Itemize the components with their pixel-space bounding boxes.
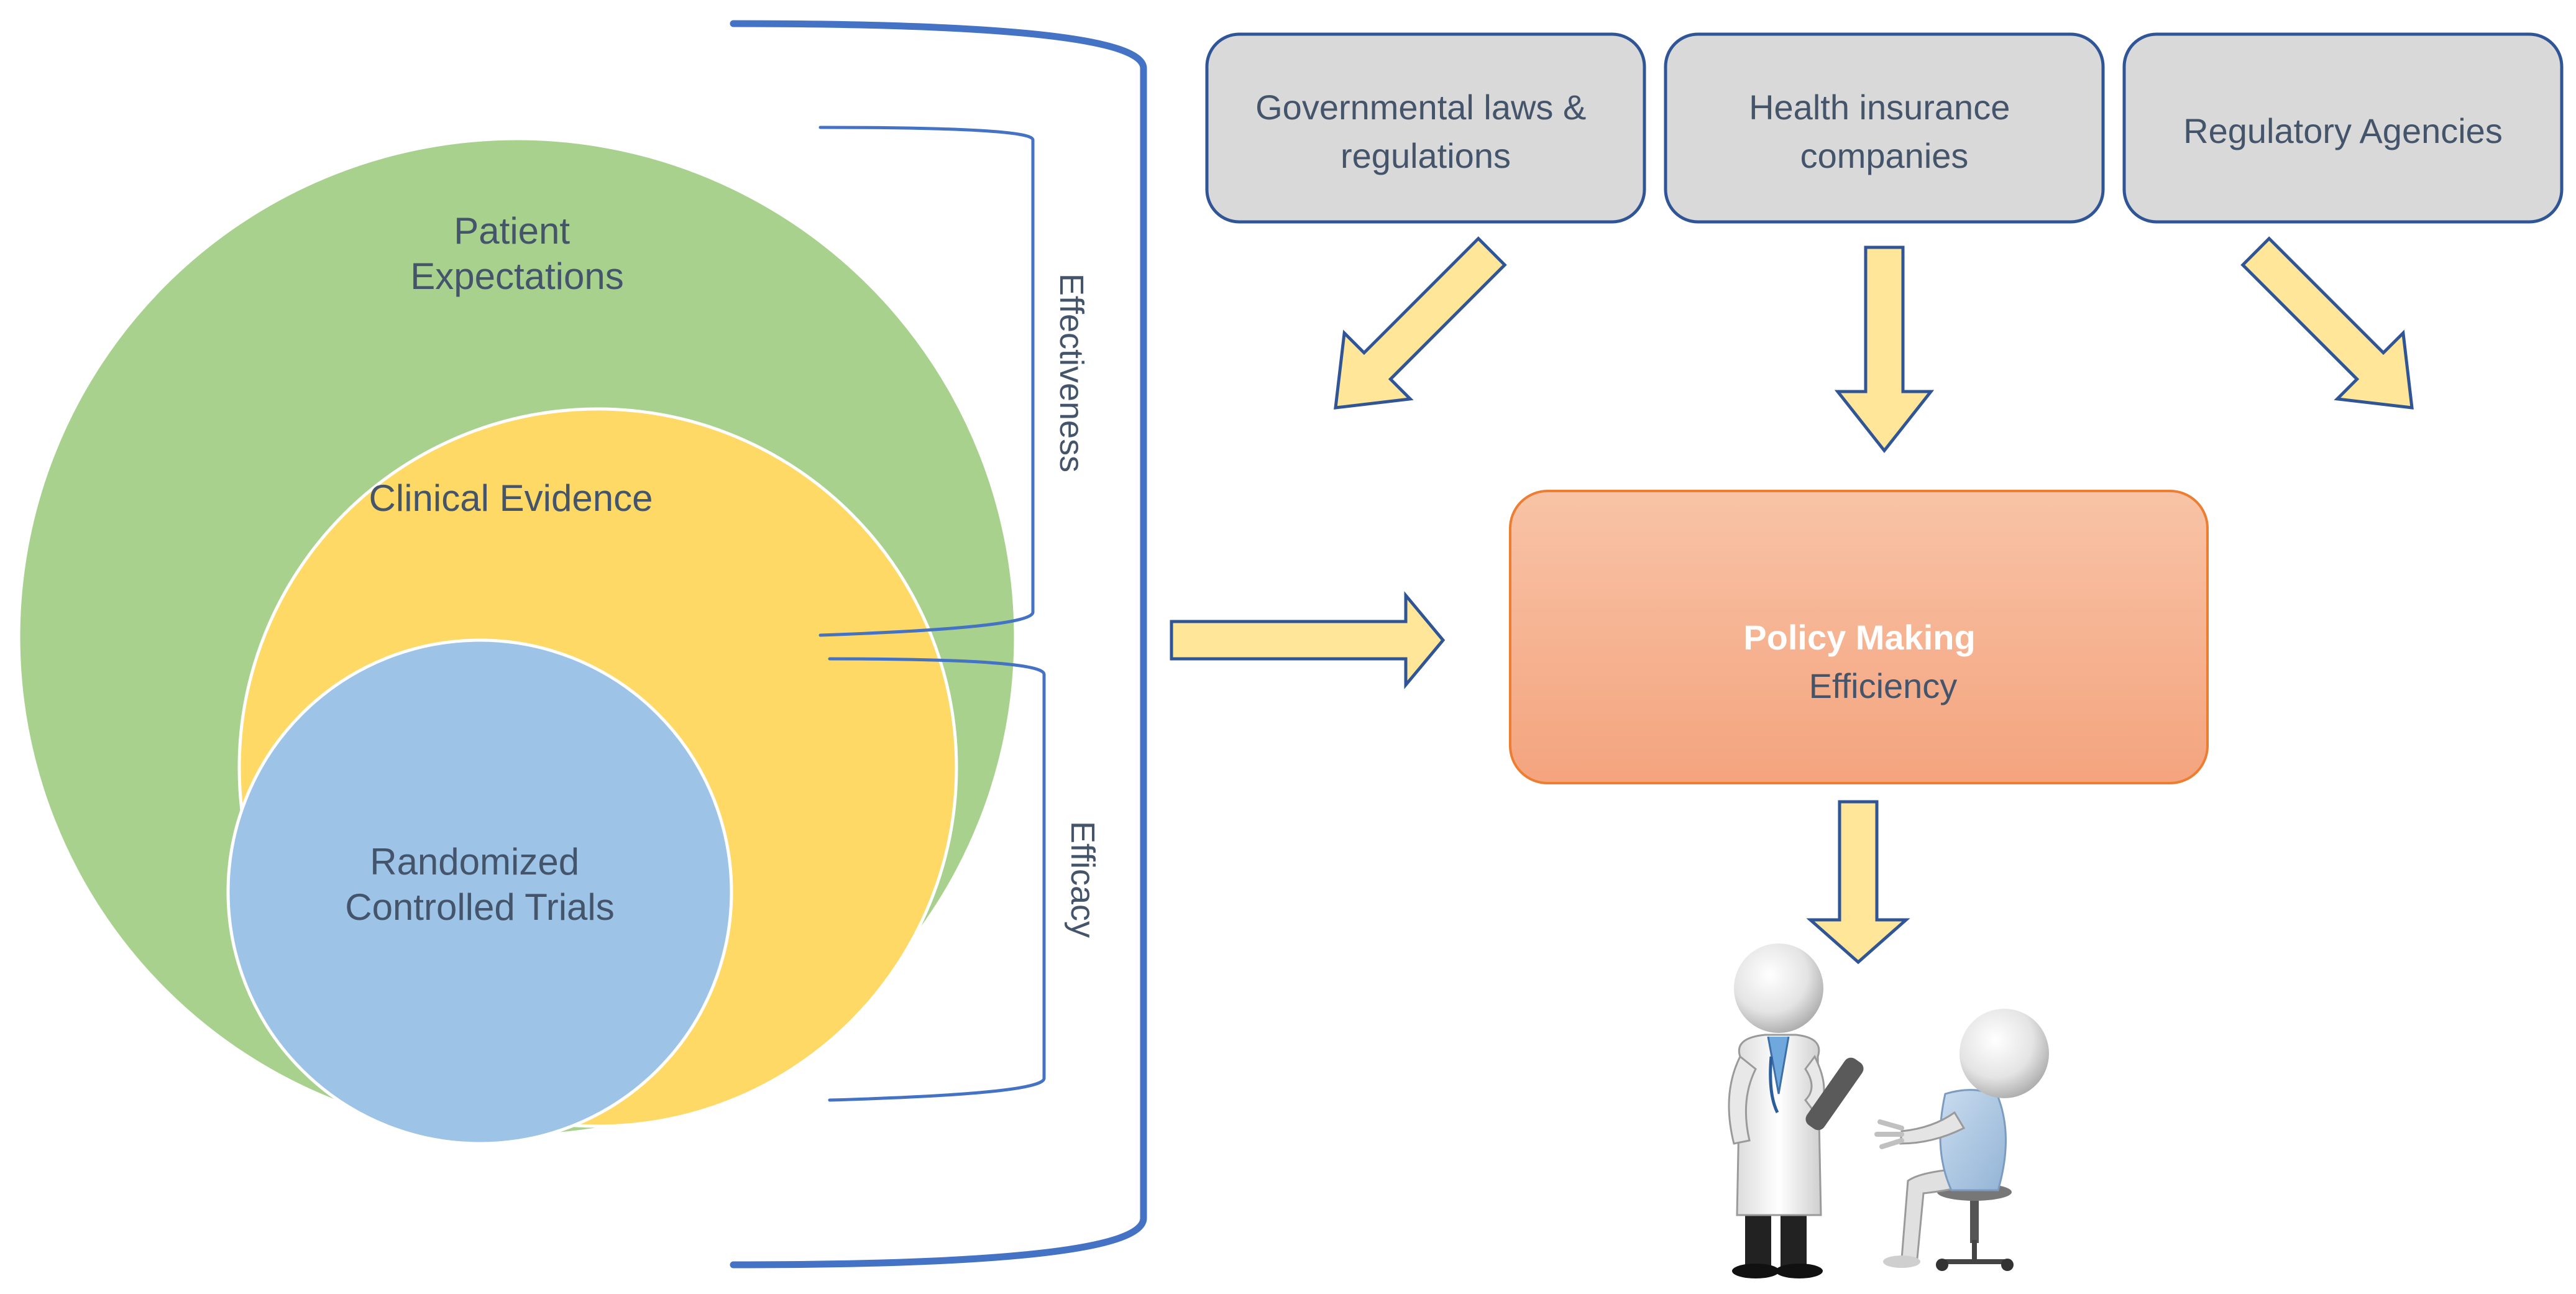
arrows bbox=[1170, 236, 2414, 965]
stakeholder-box-1-line-2: regulations bbox=[1341, 136, 1511, 175]
efficacy-bracket bbox=[828, 657, 1046, 1102]
patient-expectations-line-2: Expectations bbox=[410, 255, 624, 297]
policy-making-title: Policy Making bbox=[1743, 618, 1975, 657]
policy-making-subtitle: Efficiency bbox=[1809, 666, 1958, 705]
clinical-evidence-label: Clinical Evidence bbox=[369, 477, 653, 519]
patient-expectations-label: Patient Expectations bbox=[410, 210, 624, 297]
stakeholder-box-3-label: Regulatory Agencies bbox=[2183, 111, 2503, 150]
stakeholder-box-1-label: Governmental laws & regulations bbox=[1255, 88, 1596, 175]
stakeholder-box-1-line-1: Governmental laws & bbox=[1255, 88, 1586, 127]
arrow-from-insurance-icon bbox=[1834, 245, 1935, 454]
stakeholder-box-3-shape bbox=[2122, 32, 2564, 224]
rct-circle bbox=[226, 638, 733, 1145]
effectiveness-bracket bbox=[818, 126, 1035, 637]
stakeholder-box-1-shape bbox=[1205, 32, 1646, 224]
stakeholder-box-3: Regulatory Agencies bbox=[2122, 32, 2564, 224]
arrow-from-agencies-icon bbox=[2240, 236, 2414, 410]
rct-line-2: Controlled Trials bbox=[345, 886, 615, 928]
effectiveness-label: Effectiveness bbox=[1053, 273, 1090, 472]
doctor-patient-icon bbox=[1728, 943, 2049, 1278]
stakeholder-box-2-line-2: companies bbox=[1800, 136, 1969, 175]
stakeholder-box-1: Governmental laws & regulations bbox=[1205, 32, 1646, 224]
brackets bbox=[730, 20, 1147, 1269]
doctor-figure-icon bbox=[1728, 943, 1864, 1278]
efficacy-label: Efficacy bbox=[1064, 821, 1101, 938]
stakeholder-box-2-label: Health insurance companies bbox=[1749, 88, 2020, 175]
stakeholder-box-2-shape bbox=[1664, 32, 2105, 224]
arrow-to-policy-icon bbox=[1170, 591, 1446, 689]
stakeholder-box-2: Health insurance companies bbox=[1664, 32, 2105, 224]
rct-label: Randomized Controlled Trials bbox=[345, 841, 615, 928]
patient-expectations-line-1: Patient bbox=[454, 210, 570, 252]
rct-line-1: Randomized bbox=[370, 841, 579, 883]
arrow-from-laws-icon bbox=[1334, 236, 1507, 410]
stakeholder-box-3-line-1: Regulatory Agencies bbox=[2183, 111, 2503, 150]
policy-making-box: Policy Making Efficiency bbox=[1509, 490, 2209, 784]
policy-making-shape bbox=[1509, 490, 2209, 784]
nested-circles: Patient Expectations Clinical Evidence R… bbox=[17, 137, 1017, 1145]
arrow-to-clinicians-icon bbox=[1806, 800, 1910, 965]
overall-bracket bbox=[730, 20, 1147, 1269]
stakeholder-box-2-line-1: Health insurance bbox=[1749, 88, 2010, 127]
patient-figure-icon bbox=[1874, 1009, 2049, 1271]
